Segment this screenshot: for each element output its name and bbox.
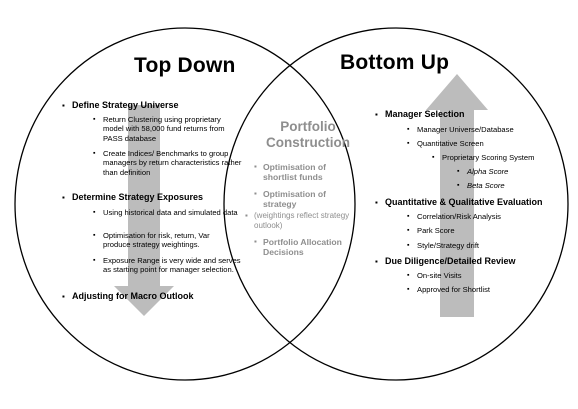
center-item-allocation: Portfolio Allocation Decisions — [254, 237, 358, 258]
left-item-return-clustering: Return Clustering using proprietary mode… — [93, 115, 239, 143]
right-item-beta-score: Beta Score — [457, 181, 504, 191]
right-item-onsite-visits: On-site Visits — [407, 271, 462, 281]
right-heading-manager-selection: Manager Selection — [375, 109, 464, 120]
bottom-up-title: Bottom Up — [340, 51, 450, 74]
left-item-create-indices: Create Indices/ Benchmarks to group mana… — [93, 149, 246, 177]
center-item-strategy: Optimisation of strategy — [254, 189, 335, 210]
center-title-line1: Portfolio — [280, 119, 336, 134]
left-item-optimisation: Optimisation for risk, return, Var produ… — [93, 231, 238, 250]
right-item-manager-universe: Manager Universe/Database — [407, 125, 514, 135]
right-item-style-drift: Style/Strategy drift — [407, 241, 479, 251]
right-heading-evaluation: Quantitative & Qualitative Evaluation — [375, 197, 543, 208]
center-item-strategy-note: (weightings reflect strategy outlook) — [245, 211, 366, 232]
left-heading-macro-outlook: Adjusting for Macro Outlook — [62, 291, 193, 302]
left-heading-strategy-exposures: Determine Strategy Exposures — [62, 192, 203, 203]
right-item-correlation: Correlation/Risk Analysis — [407, 212, 501, 222]
right-item-alpha-score: Alpha Score — [457, 167, 508, 177]
right-item-park-score: Park Score — [407, 226, 454, 236]
top-down-circle — [14, 27, 356, 381]
top-down-title: Top Down — [134, 54, 236, 77]
left-item-historical-data: Using historical data and simulated data — [93, 208, 238, 218]
left-heading-define-universe: Define Strategy Universe — [62, 100, 179, 111]
left-item-exposure-range: Exposure Range is very wide and serves a… — [93, 256, 248, 275]
right-item-quant-screen: Quantitative Screen — [407, 139, 484, 149]
right-heading-due-diligence: Due Diligence/Detailed Review — [375, 256, 516, 267]
center-item-shortlist: Optimisation of shortlist funds — [254, 162, 353, 183]
right-item-approved: Approved for Shortlist — [407, 285, 490, 295]
right-item-scoring-system: Proprietary Scoring System — [432, 153, 534, 163]
bottom-up-circle — [223, 27, 569, 381]
center-title-line2: Construction — [266, 135, 350, 150]
